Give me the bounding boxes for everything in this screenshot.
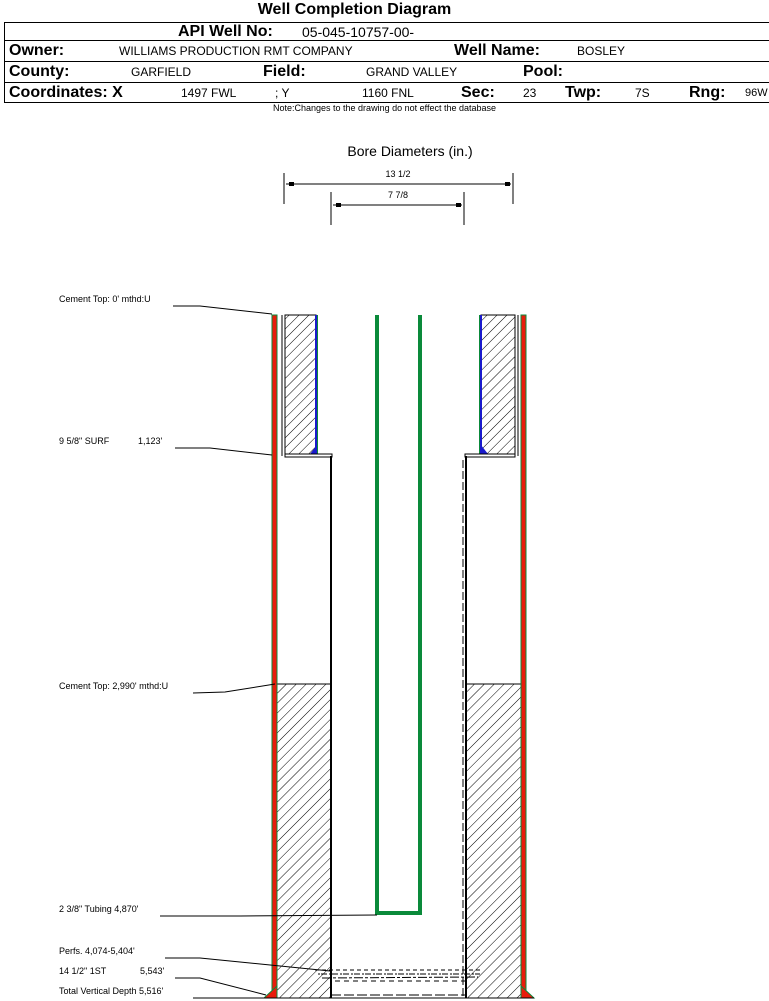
conductor-shoe-right <box>520 984 536 999</box>
leader-cement-top-production <box>192 683 276 694</box>
surface-ledge-left <box>284 453 333 458</box>
y-label: ; Y <box>275 86 290 100</box>
bore-outer-label: 13 1/2 <box>385 169 410 179</box>
conductor-shoe-left <box>262 984 278 999</box>
bore-inner-label: 7 7/8 <box>388 190 408 200</box>
leader-lines <box>160 305 378 999</box>
leader-production-casing <box>175 977 267 996</box>
y-value: 1160 FNL <box>362 86 414 100</box>
sec-label: Sec: <box>461 84 495 101</box>
label-cement-top-production: Cement Top: 2,990' mthd:U <box>59 681 169 691</box>
label-surface-casing: 9 5/8" SURF <box>59 436 110 446</box>
label-tubing: 2 3/8" Tubing 4,870' <box>59 904 139 914</box>
surface-shoe-right <box>481 445 488 454</box>
tubing <box>375 315 422 915</box>
label-tvd: Total Vertical Depth 5,516' <box>59 986 164 996</box>
well-header-table: API Well No: 05-045-10757-00- Owner: WIL… <box>4 22 769 103</box>
pool-label: Pool: <box>523 63 563 80</box>
production-cement-left <box>277 684 330 998</box>
api-row: API Well No: 05-045-10757-00- <box>5 23 769 41</box>
surface-cement-right <box>480 314 516 455</box>
surface-cement-left <box>284 314 317 455</box>
field-value: GRAND VALLEY <box>366 65 458 79</box>
api-value: 05-045-10757-00- <box>302 24 415 40</box>
leader-surface-casing <box>175 447 273 456</box>
perforations <box>315 969 482 982</box>
label-production-casing: 14 1/2" 1ST <box>59 966 107 976</box>
wellname-label: Well Name: <box>454 42 540 59</box>
coordinates-label: Coordinates: X <box>9 84 123 101</box>
owner-row: Owner: WILLIAMS PRODUCTION RMT COMPANY W… <box>5 41 769 62</box>
bore-diameters-title: Bore Diameters (in.) <box>347 143 472 159</box>
twp-label: Twp: <box>565 84 602 101</box>
leader-tubing <box>160 914 378 917</box>
label-surface-casing-depth: 1,123' <box>138 436 163 446</box>
county-label: County: <box>9 63 70 80</box>
county-row: County: GARFIELD Field: GRAND VALLEY Poo… <box>5 62 769 83</box>
leader-cement-top-surface <box>173 305 273 315</box>
rng-label: Rng: <box>689 84 726 101</box>
twp-value: 7S <box>635 86 650 100</box>
wellname-value: BOSLEY <box>577 44 626 58</box>
sec-value: 23 <box>523 86 537 100</box>
county-value: GARFIELD <box>131 65 192 79</box>
conductor-left <box>271 314 278 999</box>
x-value: 1497 FWL <box>181 86 237 100</box>
leader-perfs <box>165 957 331 972</box>
page-title: Well Completion Diagram <box>257 1 452 18</box>
surface-ledge-right <box>464 453 516 458</box>
note-text: Note:Changes to the drawing do not effec… <box>273 103 496 113</box>
label-cement-top-surface: Cement Top: 0' mthd:U <box>59 294 151 304</box>
rng-value: 96W <box>745 87 768 99</box>
owner-label: Owner: <box>9 42 65 59</box>
coordinates-row: Coordinates: X 1497 FWL ; Y 1160 FNL Sec… <box>5 83 769 103</box>
api-label: API Well No: <box>178 23 273 40</box>
owner-value: WILLIAMS PRODUCTION RMT COMPANY <box>119 44 353 58</box>
surface-shoe-left <box>310 445 317 454</box>
bore-dimension-outer: 13 1/2 <box>283 169 514 204</box>
production-cement-right <box>467 684 522 998</box>
field-label: Field: <box>263 63 306 80</box>
label-perfs: Perfs. 4,074-5,404' <box>59 946 135 956</box>
conductor-right <box>520 314 527 999</box>
bore-dimension-inner: 7 7/8 <box>330 190 465 225</box>
label-production-casing-depth: 5,543' <box>140 966 165 976</box>
